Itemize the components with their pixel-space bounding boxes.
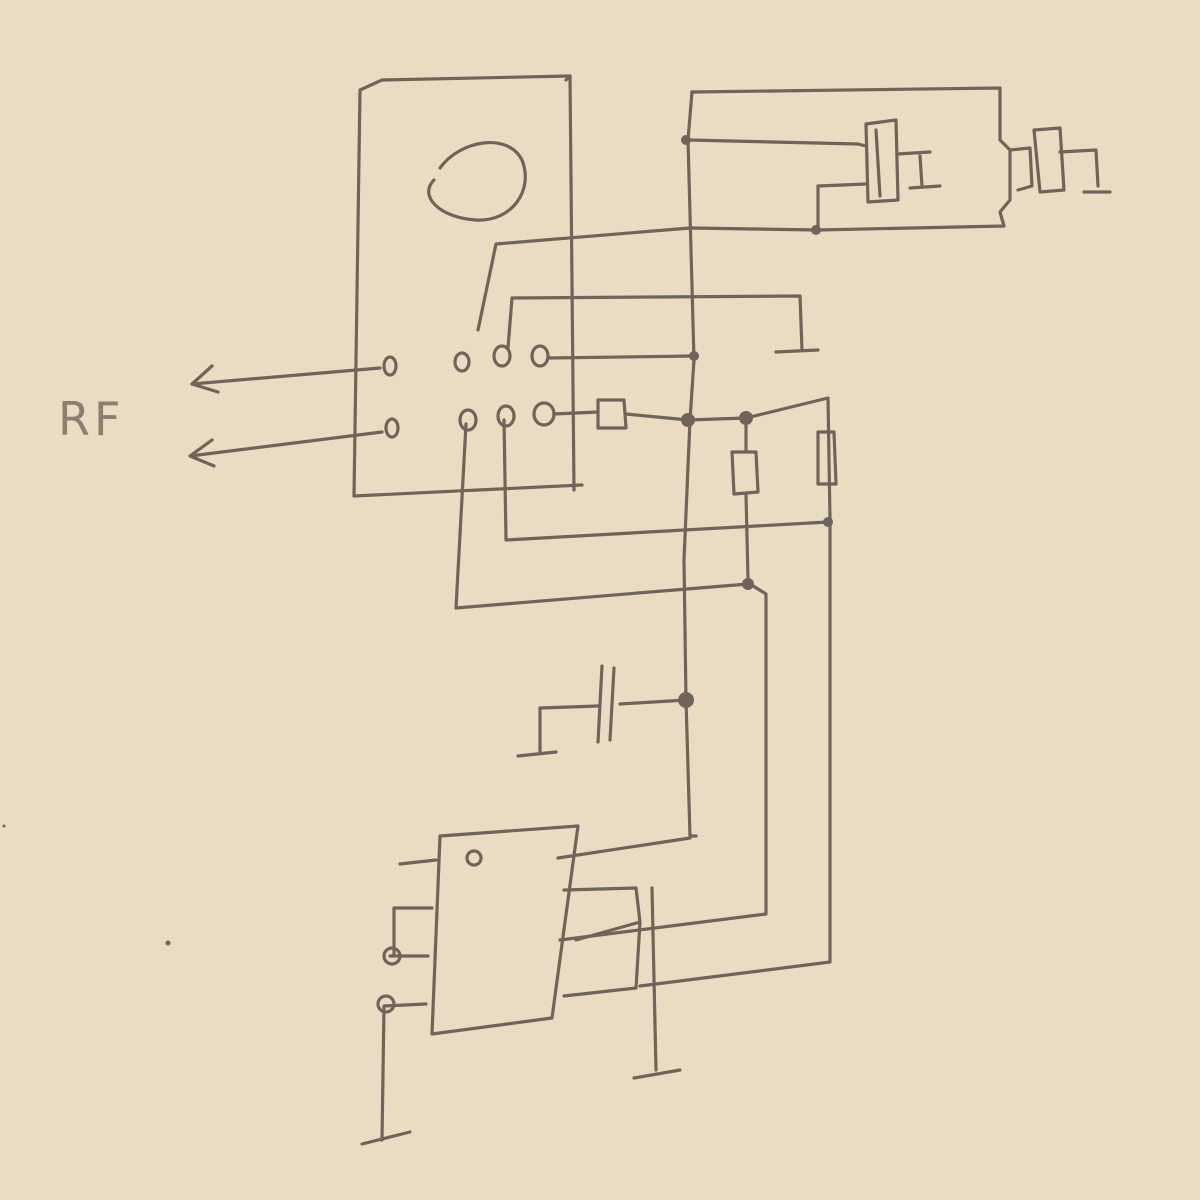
- ic-chip: [360, 518, 832, 1146]
- resistor-2: [816, 430, 838, 486]
- switch-component: [816, 118, 942, 232]
- ic-pin1-dot: [465, 849, 483, 867]
- module-board: [352, 74, 584, 498]
- capacitor: [516, 664, 694, 758]
- top-loop: [690, 86, 1012, 232]
- series-resistor: [596, 398, 628, 430]
- rf-arrow-lower: [188, 430, 384, 468]
- rf-pin-1: [382, 355, 398, 377]
- paper-specks: [2, 824, 171, 946]
- board-round-component: [427, 141, 527, 222]
- rf-arrow-upper: [190, 364, 382, 394]
- rf-pin-2: [384, 417, 400, 439]
- rf-label: RF: [58, 392, 125, 446]
- resistor-1: [730, 450, 760, 496]
- rf-arrows: [188, 355, 400, 468]
- header-pins: [453, 344, 556, 432]
- main-vertical-bus: [682, 90, 696, 838]
- connector-component: [1008, 126, 1112, 194]
